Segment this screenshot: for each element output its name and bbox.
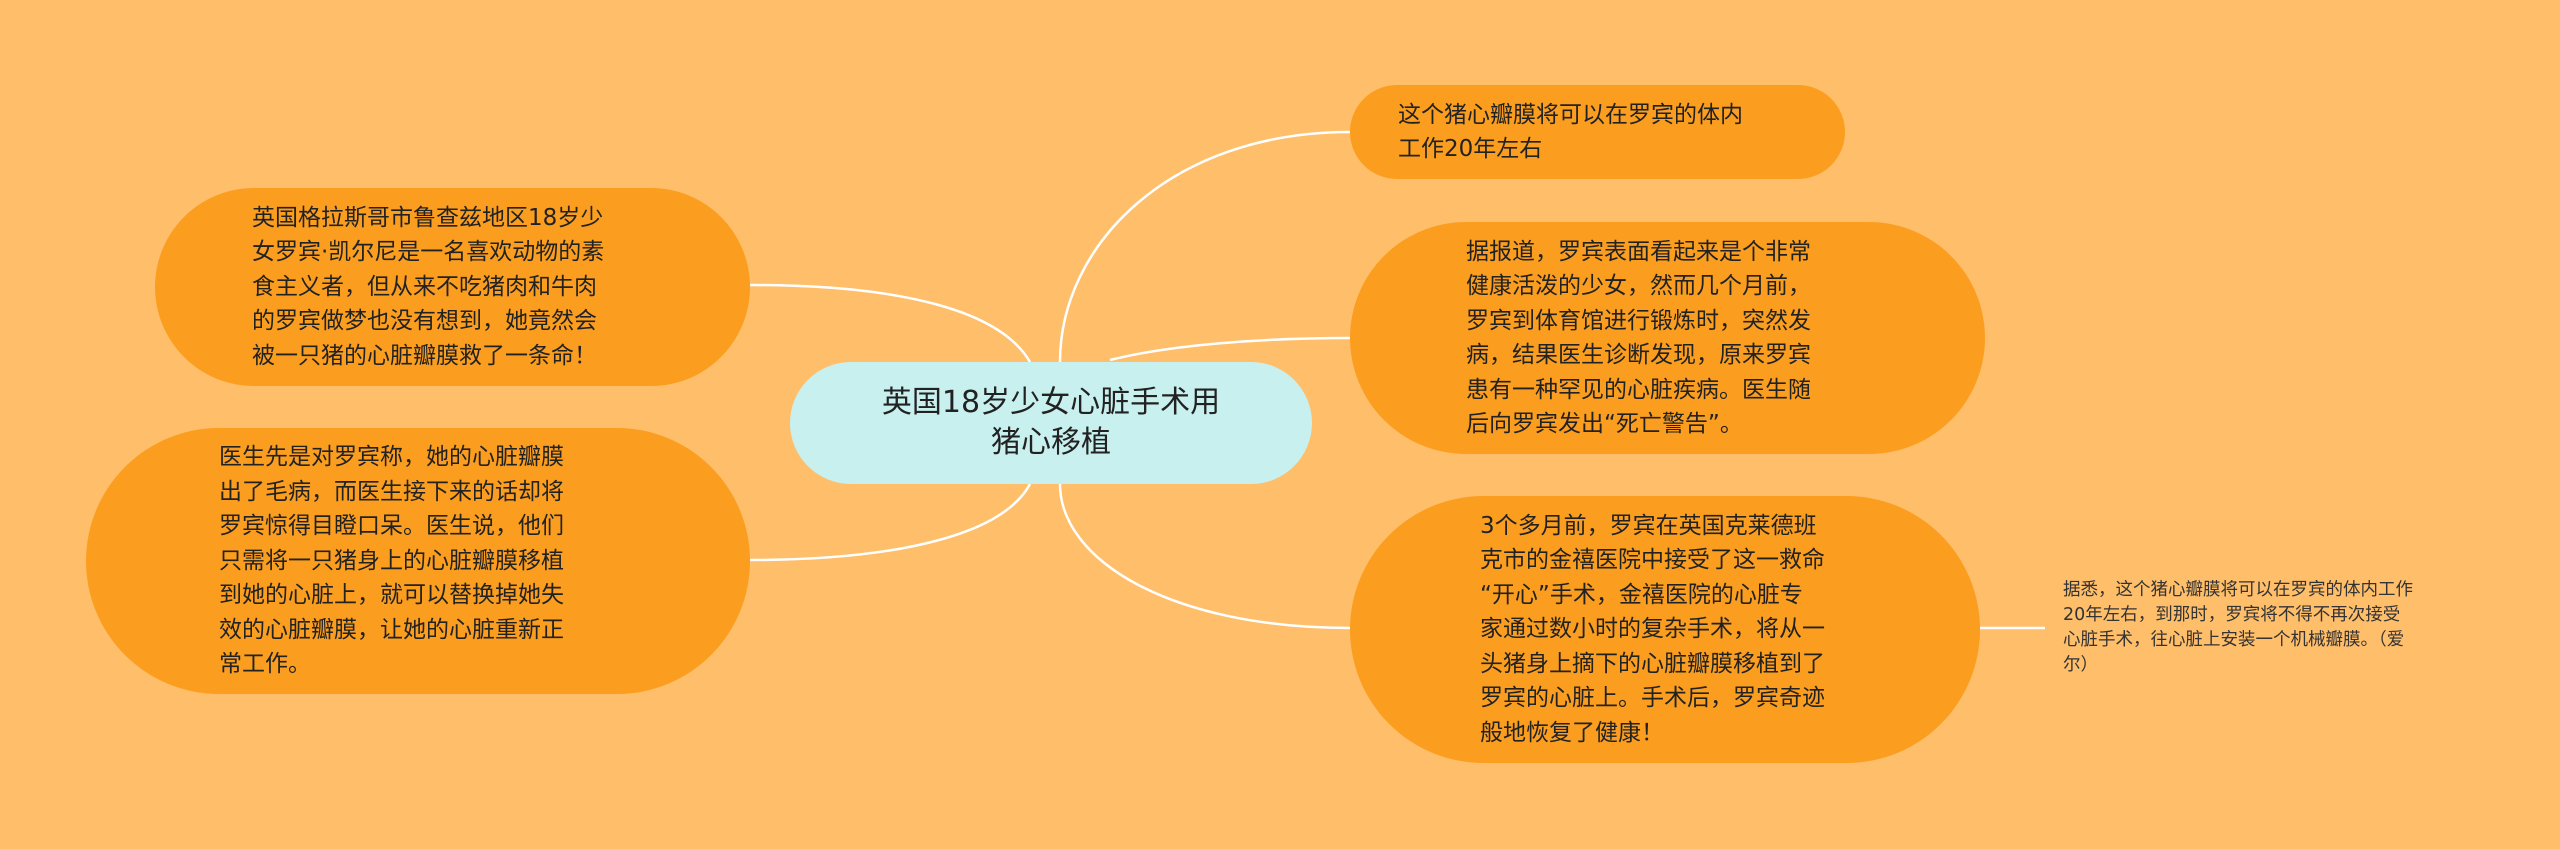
- central-topic-text: 英国18岁少女心脏手术用 猪心移植: [881, 385, 1221, 460]
- central-topic[interactable]: 英国18岁少女心脏手术用 猪心移植: [790, 362, 1312, 484]
- connector-right-1: [1058, 130, 1351, 363]
- branch-right-3-note-text: 据悉，这个猪心瓣膜将可以在罗宾的体内工作 20年左右，到那时，罗宾将不得不再次接…: [2063, 580, 2413, 675]
- branch-right-1-text: 这个猪心瓣膜将可以在罗宾的体内 工作20年左右: [1398, 101, 1743, 163]
- branch-right-1[interactable]: 这个猪心瓣膜将可以在罗宾的体内 工作20年左右: [1350, 85, 1845, 179]
- branch-right-2-text: 据报道，罗宾表面看起来是个非常 健康活泼的少女，然而几个月前， 罗宾到体育馆进行…: [1466, 238, 1811, 438]
- branch-right-3-note[interactable]: 据悉，这个猪心瓣膜将可以在罗宾的体内工作 20年左右，到那时，罗宾将不得不再次接…: [2045, 573, 2485, 683]
- connector-right-3: [1058, 483, 1351, 630]
- branch-left-2[interactable]: 医生先是对罗宾称，她的心脏瓣膜 出了毛病，而医生接下来的话却将 罗宾惊得目瞪口呆…: [86, 428, 750, 694]
- branch-right-3-text: 3个多月前，罗宾在英国克莱德班 克市的金禧医院中接受了这一救命 “开心”手术，金…: [1480, 512, 1825, 746]
- connector-right-2: [1109, 336, 1351, 362]
- branch-right-2[interactable]: 据报道，罗宾表面看起来是个非常 健康活泼的少女，然而几个月前， 罗宾到体育馆进行…: [1350, 222, 1985, 454]
- connector-left-1: [749, 283, 1032, 363]
- connector-left-2: [749, 483, 1032, 562]
- branch-left-2-text: 医生先是对罗宾称，她的心脏瓣膜 出了毛病，而医生接下来的话却将 罗宾惊得目瞪口呆…: [219, 444, 564, 678]
- branch-left-1[interactable]: 英国格拉斯哥市鲁查兹地区18岁少 女罗宾·凯尔尼是一名喜欢动物的素 食主义者，但…: [155, 188, 750, 386]
- branch-left-1-text: 英国格拉斯哥市鲁查兹地区18岁少 女罗宾·凯尔尼是一名喜欢动物的素 食主义者，但…: [252, 204, 605, 369]
- branch-right-3[interactable]: 3个多月前，罗宾在英国克莱德班 克市的金禧医院中接受了这一救命 “开心”手术，金…: [1350, 496, 1980, 763]
